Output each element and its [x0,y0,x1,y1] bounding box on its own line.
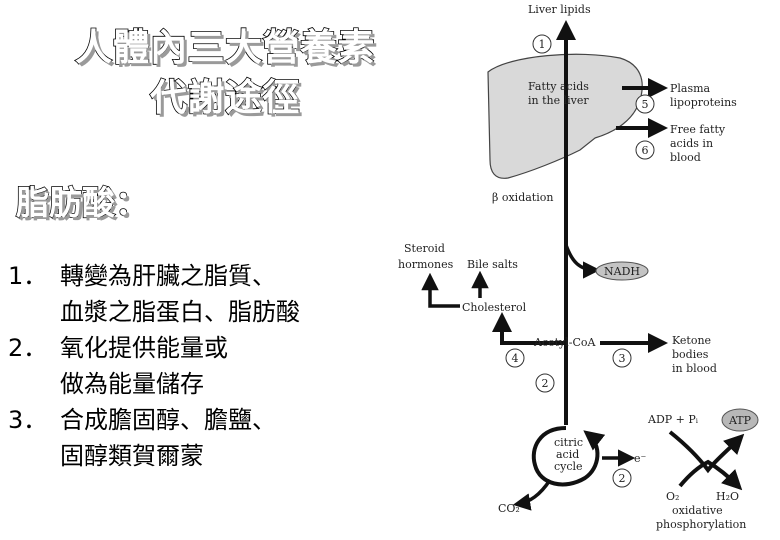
item-text: 轉變為肝臟之脂質、 [60,262,276,290]
step-label: 2 [619,472,626,485]
item-number: 2． [8,334,48,362]
phosphorylation-label: phosphorylation [656,518,746,531]
list-item: 2． 氧化提供能量或 [8,330,300,366]
item-text: 血漿之脂蛋白、脂肪酸 [60,298,300,326]
nadh-ellipse [595,261,649,281]
item-text: 氧化提供能量或 [60,334,228,362]
plasma-label: Plasma [670,82,711,95]
bodies-label: bodies [672,348,709,361]
step-circle [535,373,555,393]
steroid-arrow [421,272,460,308]
co2-label: CO₂ [498,502,520,515]
acetyl-coa-label: Acetyl-CoA [533,336,597,349]
in-the-liver-label: in the liver [528,94,589,107]
beta-oxidation-label: β oxidation [492,191,553,204]
step-label: 5 [642,98,649,111]
blood-label: blood [670,151,701,164]
adp-pi-label: ADP + Pᵢ [647,413,699,426]
step-label: 1 [539,38,546,51]
o2-h2o-arrow [678,459,743,491]
nadh-arrow [564,244,601,279]
metabolism-diagram: 1 5 6 4 3 2 2 Liver lipids Fatty acids i… [398,3,759,531]
list-item-continued: 做為能量儲存 [8,366,300,402]
item-text: 合成膽固醇、膽鹽、 [60,406,276,434]
step-circle [635,94,655,114]
citric-label: citric [554,436,583,449]
cholesterol-label: Cholesterol [462,301,527,314]
hormones-label: hormones [398,258,454,271]
page-title: 人體內三大營養素 [74,25,375,70]
cycle-label: cycle [554,460,583,473]
step-circle [612,348,632,368]
item-number: 3． [8,406,48,434]
list-item: 1． 轉變為肝臟之脂質、 [8,258,300,294]
cholesterol-arrow [492,312,566,345]
co2-arrow [512,479,552,511]
step-circle [532,34,552,54]
o2-label: O₂ [666,490,679,503]
nadh-label: NADH [604,265,640,278]
item-number: 1． [8,262,48,290]
step-circle [612,468,632,488]
atp-label: ATP [728,414,752,427]
adp-atp-arrow [668,430,745,474]
acids-in-label: acids in [670,137,713,150]
in-blood-label: in blood [672,362,717,375]
fatty-acids-label: Fatty acids [528,80,589,93]
item-list: 1． 轉變為肝臟之脂質、 血漿之脂蛋白、脂肪酸 2． 氧化提供能量或 做為能量儲… [8,258,300,474]
oxidative-label: oxidative [672,504,723,517]
free-fatty-label: Free fatty [670,123,726,136]
acid-label: acid [556,448,579,461]
section-heading: 脂肪酸： [15,182,149,223]
h2o-label: H₂O [716,490,739,503]
step-circle [635,140,655,160]
item-text: 固醇類賀爾蒙 [60,442,204,470]
item-text: 做為能量儲存 [60,370,204,398]
lipoproteins-label: lipoproteins [670,96,737,109]
step-label: 2 [542,377,549,390]
page-title-line2: 代謝途徑 [149,75,300,120]
list-item-continued: 血漿之脂蛋白、脂肪酸 [8,294,300,330]
liver-lipids-label: Liver lipids [528,3,591,16]
steroid-label: Steroid [404,242,445,255]
step-label: 3 [619,352,626,365]
list-item-continued: 固醇類賀爾蒙 [8,438,300,474]
step-label: 4 [512,352,519,365]
step-label: 6 [642,144,649,157]
citric-acid-cycle [531,426,606,487]
electron-label: e⁻ [634,452,647,465]
atp-ellipse [721,408,759,432]
ketone-label: Ketone [672,334,711,347]
step-circle [505,348,525,368]
list-item: 3． 合成膽固醇、膽鹽、 [8,402,300,438]
bile-salts-label: Bile salts [467,258,518,271]
